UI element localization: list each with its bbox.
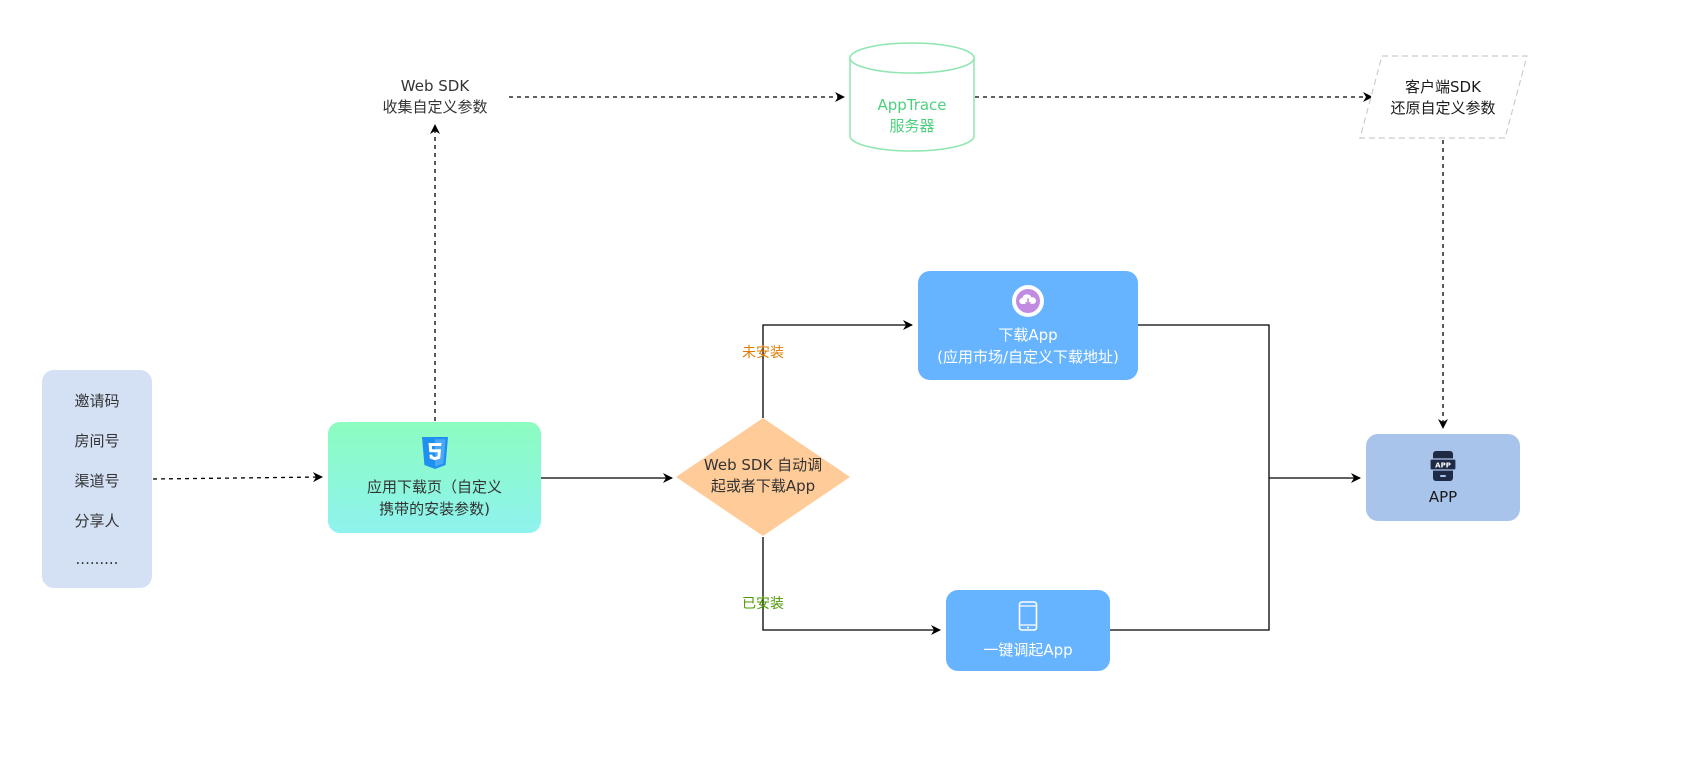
decision-line-1: Web SDK 自动调 [703, 456, 823, 474]
download-line-2: (应用市场/自定义下载地址) [937, 347, 1119, 366]
param-invite-code: 邀请码 [74, 391, 120, 410]
decision-diamond [676, 418, 850, 536]
edge-decision-to-wake [762, 537, 941, 635]
server-line-1: AppTrace [877, 96, 947, 114]
server-label: AppTrace 服务器 [850, 95, 974, 137]
edge-params-to-landing [152, 472, 323, 483]
edge-download-to-app [1138, 324, 1270, 478]
edge-wake-to-app [1110, 478, 1270, 631]
app-node: APP APP [1366, 434, 1520, 521]
param-room-number: 房间号 [74, 431, 120, 450]
download-app-node: 下载App (应用市场/自定义下载地址) [918, 271, 1138, 380]
server-line-2: 服务器 [889, 117, 935, 135]
landing-line-2: 携带的安装参数) [379, 499, 490, 518]
params-box: 邀请码 房间号 渠道号 分享人 ......... [42, 370, 152, 588]
landing-line-1: 应用下载页（自定义 [366, 477, 502, 496]
cloud-download-icon [1012, 284, 1044, 317]
param-sharer: 分享人 [74, 512, 120, 531]
app-icon-text: APP [1435, 461, 1451, 469]
web-sdk-line-1: Web SDK [400, 77, 470, 95]
html5-icon [421, 436, 448, 469]
web-sdk-line-2: 收集自定义参数 [382, 98, 488, 116]
decision-label: Web SDK 自动调 起或者下载App [690, 455, 836, 497]
app-label: APP [1428, 487, 1458, 506]
server-cylinder [849, 42, 975, 152]
wake-label: 一键调起App [983, 641, 1073, 659]
smartphone-icon [1018, 601, 1038, 631]
download-line-1: 下载App [998, 325, 1058, 344]
decision-line-2: 起或者下载App [710, 477, 816, 495]
param-ellipsis: ......... [75, 550, 119, 569]
param-channel-number: 渠道号 [74, 471, 120, 490]
edge-decision-to-download [762, 320, 913, 418]
landing-page-node: 应用下载页（自定义 携带的安装参数) [328, 422, 541, 533]
client-sdk-line-2: 还原自定义参数 [1390, 99, 1496, 117]
edge-label-not-installed: 未安装 [742, 345, 784, 361]
client-sdk-shape [1359, 55, 1528, 139]
wake-app-node: 一键调起App [946, 590, 1110, 671]
edge-label-installed: 已安装 [742, 596, 784, 612]
app-device-icon: APP [1429, 450, 1457, 481]
web-sdk-collect-label: Web SDK 收集自定义参数 [362, 76, 508, 118]
client-sdk-label: 客户端SDK 还原自定义参数 [1367, 77, 1519, 119]
client-sdk-line-1: 客户端SDK [1405, 78, 1481, 96]
